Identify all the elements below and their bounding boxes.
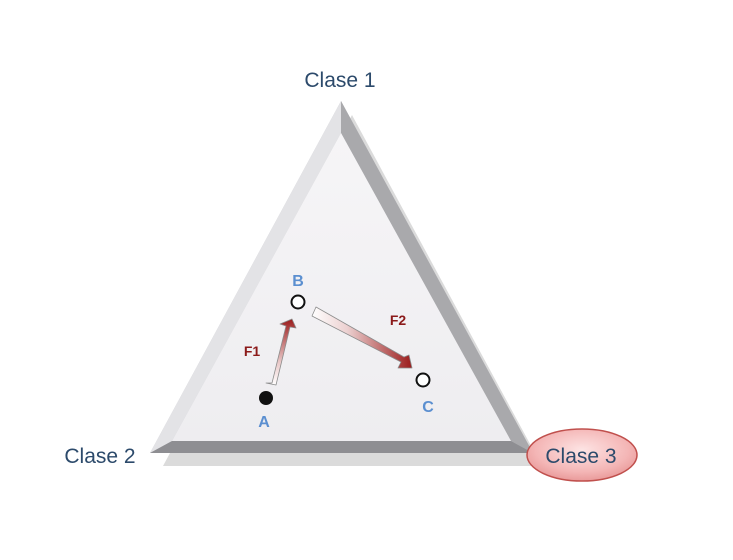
force-label-f1: F1 bbox=[244, 343, 261, 359]
force-label-f2: F2 bbox=[390, 312, 407, 328]
vertex-label-clase-3: Clase 3 bbox=[545, 445, 616, 468]
point-label-a: A bbox=[258, 414, 270, 431]
force-arrow-f2 bbox=[311, 306, 413, 369]
bevel-right bbox=[341, 101, 533, 453]
point-b-marker bbox=[290, 294, 306, 310]
vertex-label-clase-2: Clase 2 bbox=[64, 445, 135, 468]
bevel-bottom bbox=[150, 441, 533, 453]
force-arrow-f1 bbox=[265, 318, 297, 386]
point-label-b: B bbox=[292, 273, 304, 290]
point-label-c: C bbox=[422, 399, 434, 416]
bevel-left bbox=[150, 101, 341, 453]
vertex-label-clase-1: Clase 1 bbox=[304, 69, 375, 92]
point-c-marker bbox=[415, 372, 431, 388]
triangle-face bbox=[172, 133, 511, 441]
triangle bbox=[150, 101, 533, 453]
point-a-marker bbox=[259, 391, 273, 405]
clase-3-highlight bbox=[526, 428, 638, 482]
